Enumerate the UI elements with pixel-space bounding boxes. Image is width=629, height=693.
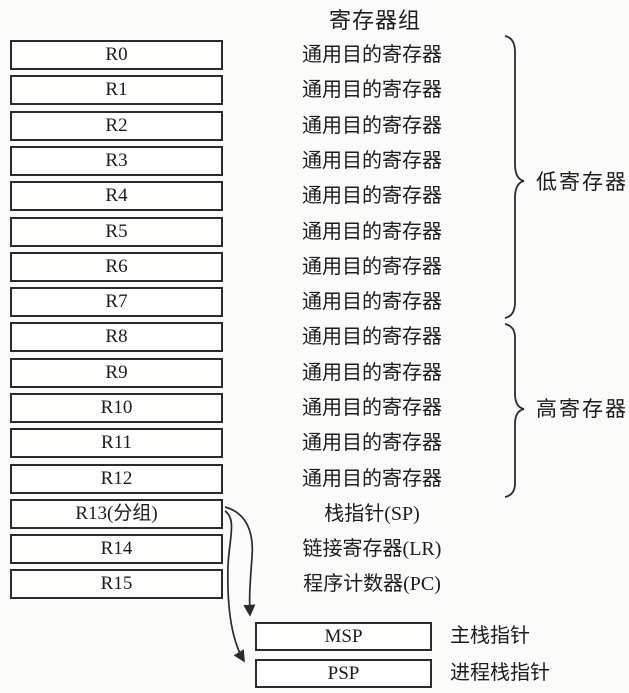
register-box-r9: R9 (10, 358, 223, 388)
register-desc-r3: 通用目的寄存器 (302, 150, 442, 172)
register-box-r15: R15 (10, 569, 223, 599)
register-desc-r5: 通用目的寄存器 (302, 221, 442, 243)
brace-high-registers (504, 323, 525, 498)
register-box-r4: R4 (10, 181, 223, 211)
register-box-r0: R0 (10, 40, 223, 70)
register-desc-r10: 通用目的寄存器 (302, 397, 442, 419)
register-desc-r8: 通用目的寄存器 (302, 326, 442, 348)
psp-box: PSP (255, 659, 432, 688)
register-box-r10: R10 (10, 393, 223, 423)
register-desc-r14: 链接寄存器(LR) (302, 538, 442, 560)
group-label-high-registers: 高寄存器 (536, 397, 628, 421)
register-box-r8: R8 (10, 322, 223, 352)
register-desc-r1: 通用目的寄存器 (302, 79, 442, 101)
arrow-r13-to-psp (224, 510, 245, 663)
msp-desc: 主栈指针 (450, 625, 530, 647)
register-box-r5: R5 (10, 217, 223, 247)
register-box-r12: R12 (10, 464, 223, 494)
msp-box: MSP (255, 622, 432, 651)
arrow-r13-to-msp (224, 506, 256, 617)
psp-desc: 进程栈指针 (450, 662, 550, 684)
brace-low-registers (504, 35, 525, 319)
register-desc-r15: 程序计数器(PC) (303, 573, 441, 595)
group-label-low-registers: 低寄存器 (536, 170, 628, 194)
register-desc-r0: 通用目的寄存器 (302, 44, 442, 66)
register-box-r7: R7 (10, 287, 223, 317)
register-desc-r9: 通用目的寄存器 (302, 362, 442, 384)
register-desc-r12: 通用目的寄存器 (302, 468, 442, 490)
register-box-r2: R2 (10, 111, 223, 141)
register-desc-r11: 通用目的寄存器 (302, 432, 442, 454)
register-box-r1: R1 (10, 75, 223, 105)
register-box-r11: R11 (10, 428, 223, 458)
register-box-r13: R13(分组) (10, 499, 223, 529)
register-box-r6: R6 (10, 252, 223, 282)
diagram-title: 寄存器组 (328, 8, 421, 33)
register-desc-r6: 通用目的寄存器 (302, 256, 442, 278)
register-box-r14: R14 (10, 534, 223, 564)
register-box-r3: R3 (10, 146, 223, 176)
register-desc-r2: 通用目的寄存器 (302, 115, 442, 137)
register-desc-r13: 栈指针(SP) (324, 503, 420, 525)
register-desc-r7: 通用目的寄存器 (302, 291, 442, 313)
register-desc-r4: 通用目的寄存器 (302, 185, 442, 207)
